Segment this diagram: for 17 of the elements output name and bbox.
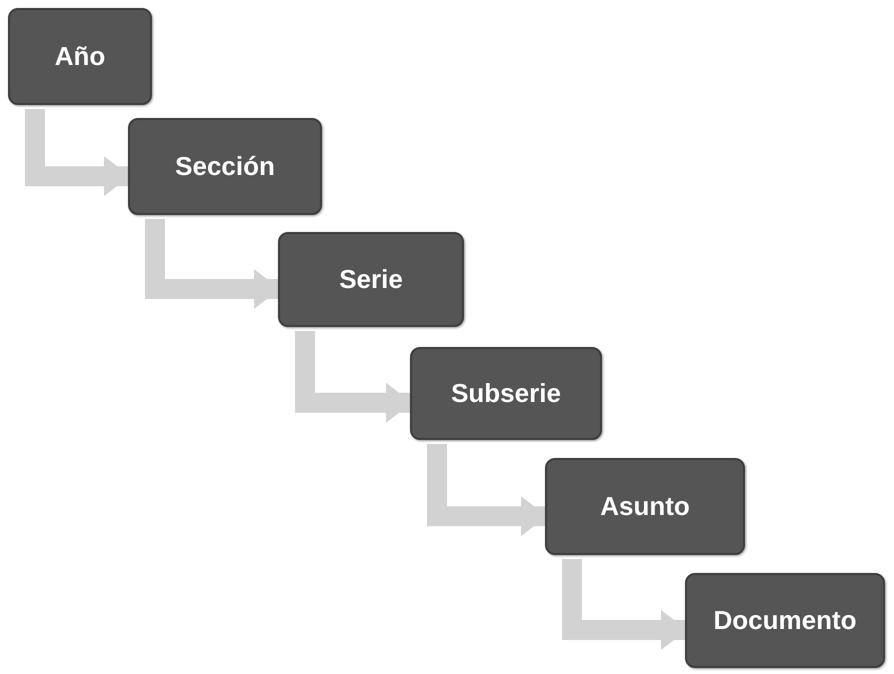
- arrow: [295, 331, 412, 423]
- level-label: Subserie: [451, 378, 561, 409]
- level-label: Sección: [175, 151, 275, 182]
- level-box: [128, 118, 322, 215]
- level-label: Documento: [714, 605, 856, 636]
- level-box: [410, 347, 602, 440]
- level-box: [545, 458, 745, 555]
- arrow: [145, 219, 280, 309]
- level-label: Asunto: [600, 491, 690, 522]
- arrow: [25, 109, 130, 196]
- level-box: [685, 573, 885, 668]
- level-label: Año: [54, 41, 106, 72]
- level-label: Serie: [339, 264, 403, 295]
- level-box: [8, 8, 152, 105]
- arrow: [427, 444, 547, 536]
- arrow: [562, 559, 687, 650]
- level-box: [278, 232, 464, 327]
